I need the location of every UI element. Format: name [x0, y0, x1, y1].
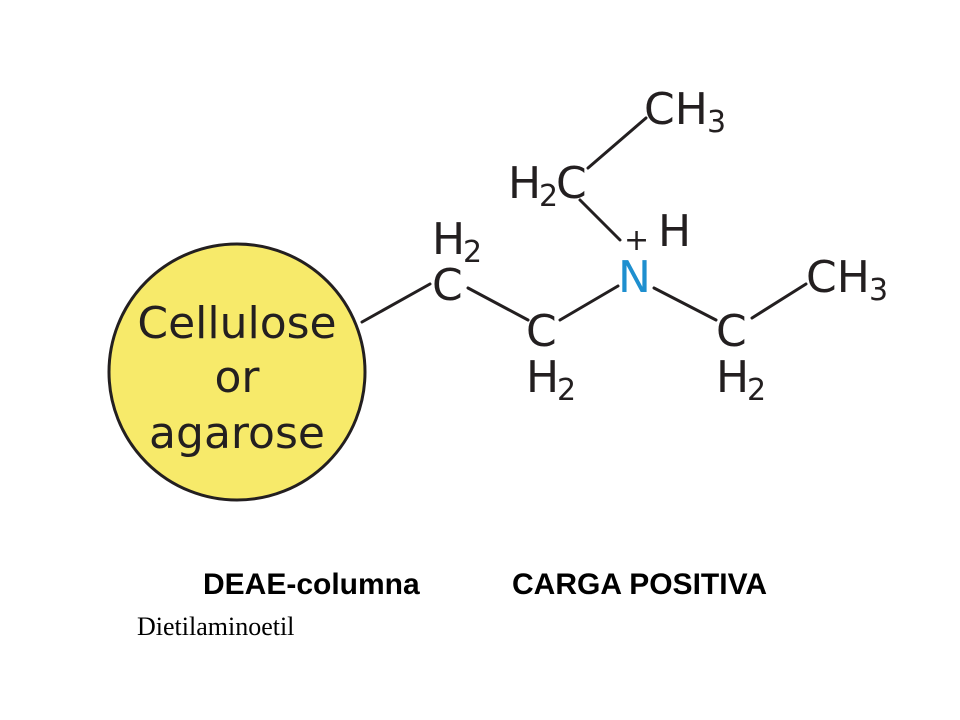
bond-c1-c2 — [466, 286, 530, 322]
c1-hydrogen: H — [432, 214, 465, 265]
bond-right-c-ch3 — [750, 282, 808, 320]
bond-bead-c1 — [360, 282, 432, 324]
bead-label-line2: or — [214, 352, 260, 403]
n-hydrogen: H — [658, 206, 691, 257]
caption-diethylaminoethyl: Dietilaminoetil — [137, 612, 295, 641]
c1-carbon: C — [432, 260, 463, 311]
bead-label-line3: agarose — [149, 408, 325, 459]
bond-n-right-c — [652, 286, 718, 322]
c2-hydrogen: H — [526, 352, 559, 403]
upper-ch2-carbon: C — [556, 158, 587, 209]
c2-carbon: C — [526, 306, 557, 357]
upper-ch3: CH — [644, 84, 708, 135]
right-carbon: C — [716, 306, 747, 357]
bead-label-line1: Cellulose — [137, 298, 336, 349]
nitrogen-atom: N — [618, 252, 651, 303]
upper-ch2-subscript: 2 — [539, 179, 558, 214]
upper-ch3-subscript: 3 — [707, 105, 726, 140]
c1-hydrogen-subscript: 2 — [463, 235, 482, 270]
bond-n-upper-ch2 — [578, 198, 622, 242]
bond-upper-ch2-ch3 — [586, 116, 648, 170]
caption-positive-charge: CARGA POSITIVA — [512, 568, 768, 601]
positive-charge: + — [624, 223, 649, 258]
caption-deae-column: DEAE-columna — [203, 568, 420, 601]
c2-hydrogen-subscript: 2 — [557, 373, 576, 408]
upper-ch2-hydrogen: H — [508, 158, 541, 209]
right-ch3-subscript: 3 — [869, 273, 888, 308]
bond-c2-n — [558, 284, 620, 322]
right-ch3: CH — [806, 252, 870, 303]
right-hydrogen: H — [716, 352, 749, 403]
cellulose-bead — [107, 242, 367, 502]
right-hydrogen-subscript: 2 — [747, 373, 766, 408]
